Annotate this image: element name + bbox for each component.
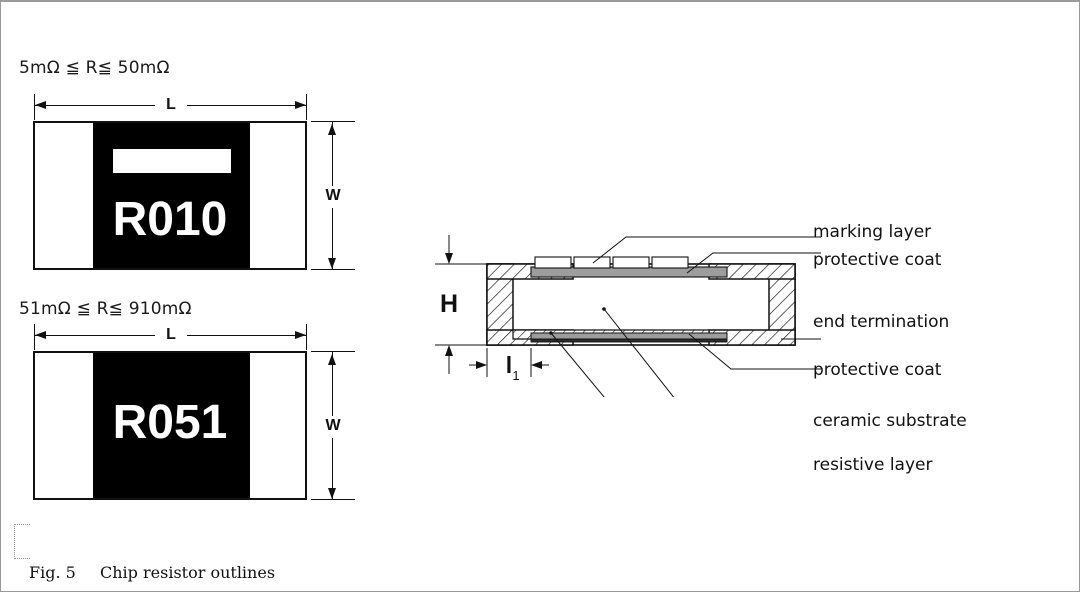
l1-dimension-label: l: [506, 352, 512, 378]
leader-protective-coat-top: [686, 252, 821, 274]
figure-caption-title: Chip resistor outlines: [100, 563, 276, 582]
length-dimension-label-2: L: [155, 327, 187, 343]
leader-resistive-layer: [550, 332, 605, 397]
l1-dimension: l 1: [469, 348, 549, 383]
end-termination-right: [708, 263, 796, 346]
leader-marking-layer: [592, 236, 821, 264]
chip-marking-bar-1: [113, 149, 231, 173]
callout-resistive-layer: resistive layer: [813, 455, 933, 475]
l1-dimension-subscript: 1: [512, 368, 519, 383]
chip-resistive-body-1: [93, 123, 250, 268]
length-dimension-label-1: L: [155, 97, 187, 113]
caption-bracket: [14, 524, 30, 559]
figure-caption-number: Fig. 5: [29, 563, 76, 582]
chip-resistive-body-2: [93, 353, 250, 498]
resistance-range-label-2: 51mΩ ≦ R≦ 910mΩ: [19, 299, 192, 319]
chip-outline-1: R010: [33, 121, 307, 270]
callout-ceramic-substrate: ceramic substrate: [813, 411, 967, 431]
figure-caption: Fig. 5 Chip resistor outlines: [29, 563, 275, 582]
chip-code-2: R051: [112, 396, 228, 449]
resistance-range-label-1: 5mΩ ≦ R≦ 50mΩ: [19, 58, 170, 78]
chip-outline-2: R051: [33, 351, 307, 500]
height-dimension: H: [435, 235, 491, 374]
height-dimension-label: H: [440, 290, 458, 318]
marking-layer-segments: [534, 256, 689, 269]
leader-protective-coat-bottom: [688, 333, 821, 370]
callout-protective-coat-top: protective coat: [813, 250, 942, 270]
width-dimension-label-2: W: [319, 418, 347, 434]
width-dimension-label-1: W: [319, 188, 347, 204]
leader-dot-ceramic-substrate: [602, 307, 606, 311]
leader-dot-resistive-layer: [549, 331, 553, 335]
cross-section-diagram: H: [435, 235, 821, 397]
leader-ceramic-substrate: [603, 308, 675, 397]
chip-code-1: R010: [112, 193, 228, 246]
callout-end-termination: end termination: [813, 312, 950, 332]
callout-marking-layer: marking layer: [813, 222, 932, 242]
protective-coat-bottom-layer: [530, 332, 728, 340]
callout-protective-coat-bottom: protective coat: [813, 360, 942, 380]
callout-leader-lines: [550, 236, 821, 397]
